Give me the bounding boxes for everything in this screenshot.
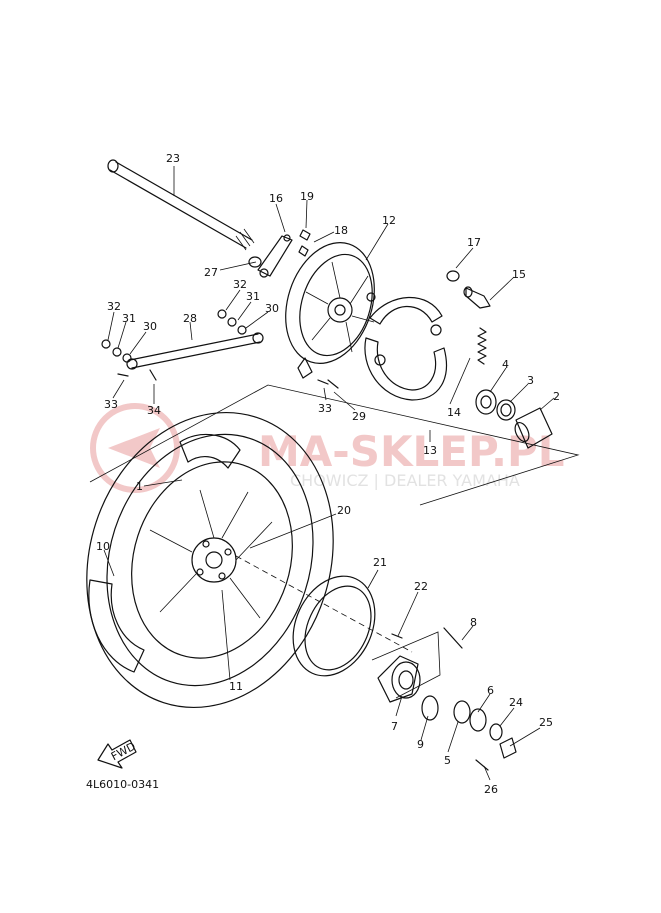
callout-16: 16 <box>269 192 283 205</box>
upper-assembly-frame <box>89 384 580 506</box>
callout-33-right: 33 <box>318 402 332 415</box>
callout-30-left: 30 <box>143 320 157 333</box>
callout-13: 13 <box>423 444 437 457</box>
callout-6: 6 <box>487 684 494 697</box>
callout-26: 26 <box>484 783 498 796</box>
callout-32-left: 32 <box>107 300 121 313</box>
callout-17: 17 <box>467 236 481 249</box>
callout-7: 7 <box>391 720 398 733</box>
callout-31: 31 <box>246 290 260 303</box>
callout-29: 29 <box>352 410 366 423</box>
wheel-bearing-set-left <box>475 389 553 449</box>
callout-18: 18 <box>334 224 348 237</box>
callout-27: 27 <box>204 266 218 279</box>
callout-31-left: 31 <box>122 312 136 325</box>
callout-5: 5 <box>444 754 451 767</box>
callout-8: 8 <box>470 616 477 629</box>
brake-shoe-kit <box>364 296 448 401</box>
watermark-logo-mark-icon <box>108 428 160 468</box>
callout-25: 25 <box>539 716 553 729</box>
callout-33-left: 33 <box>104 398 118 411</box>
callout-21: 21 <box>373 556 387 569</box>
watermark-sub-text: CHOWICZ | DEALER YAMAHA <box>290 471 520 490</box>
callout-28: 28 <box>183 312 197 325</box>
callout-9: 9 <box>417 738 424 751</box>
brake-drum-ring <box>292 575 376 677</box>
brake-shoe-plate <box>285 242 376 379</box>
callout-2: 2 <box>553 390 560 403</box>
leader-lines <box>103 166 555 781</box>
forward-direction-indicator: FWD <box>97 739 138 769</box>
wheel-hub <box>149 489 273 619</box>
callout-19: 19 <box>300 190 314 203</box>
callout-23: 23 <box>166 152 180 165</box>
dealer-watermark: MA-SKLEP.PL CHOWICZ | DEALER YAMAHA <box>90 403 565 493</box>
tension-bar <box>101 309 339 389</box>
callout-1: 1 <box>136 480 143 493</box>
callout-4: 4 <box>502 358 509 371</box>
callout-20: 20 <box>337 504 351 517</box>
callout-10: 10 <box>96 540 110 553</box>
rear-axle <box>107 159 255 251</box>
callout-14: 14 <box>447 406 461 419</box>
callout-numbers: 1 2 3 4 5 6 7 8 9 10 11 12 13 14 15 16 1… <box>96 152 560 796</box>
callout-34: 34 <box>147 404 161 417</box>
clutch-hub-assembly <box>377 627 517 771</box>
brake-camshaft <box>446 270 491 309</box>
callout-32: 32 <box>233 278 247 291</box>
callout-24: 24 <box>509 696 523 709</box>
callout-3: 3 <box>527 374 534 387</box>
axle-centerline <box>235 555 413 653</box>
diagram-reference-code: 4L6010-0341 <box>86 778 159 791</box>
brake-camshaft-lever <box>248 229 311 278</box>
hub-frame <box>371 631 441 699</box>
callout-30: 30 <box>265 302 279 315</box>
callout-11: 11 <box>229 680 243 693</box>
forward-arrow-icon <box>97 739 137 769</box>
watermark-main-text: MA-SKLEP.PL <box>258 427 565 476</box>
callout-15: 15 <box>512 268 526 281</box>
brake-spring <box>477 327 487 365</box>
callout-12: 12 <box>382 214 396 227</box>
callout-22: 22 <box>414 580 428 593</box>
